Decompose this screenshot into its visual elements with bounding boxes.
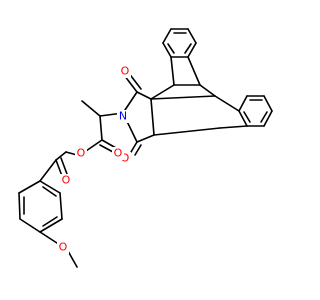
- atom-label-text: O: [62, 174, 71, 187]
- atom-label-o-ester-link: O: [75, 147, 87, 160]
- atom-label-o-ester-carbonyl: O: [112, 147, 124, 160]
- bond-lines: [18, 28, 273, 268]
- atom-label-text: O: [121, 152, 130, 165]
- atom-label-n-imide: N: [117, 110, 129, 123]
- atom-label-o-methoxy: O: [57, 241, 69, 254]
- atom-label-text: N: [119, 110, 127, 123]
- atom-label-text: O: [77, 147, 86, 160]
- molecule-structure-diagram: O O N O O O O: [18, 28, 273, 268]
- atom-label-text: O: [114, 147, 123, 160]
- atom-label-text: O: [59, 241, 68, 254]
- atom-label-o-phenacyl-carbonyl: O: [60, 174, 72, 187]
- atom-labels: O O N O O O O: [57, 65, 131, 254]
- atom-label-o-ketone-top: O: [119, 65, 131, 78]
- atom-label-text: O: [121, 65, 130, 78]
